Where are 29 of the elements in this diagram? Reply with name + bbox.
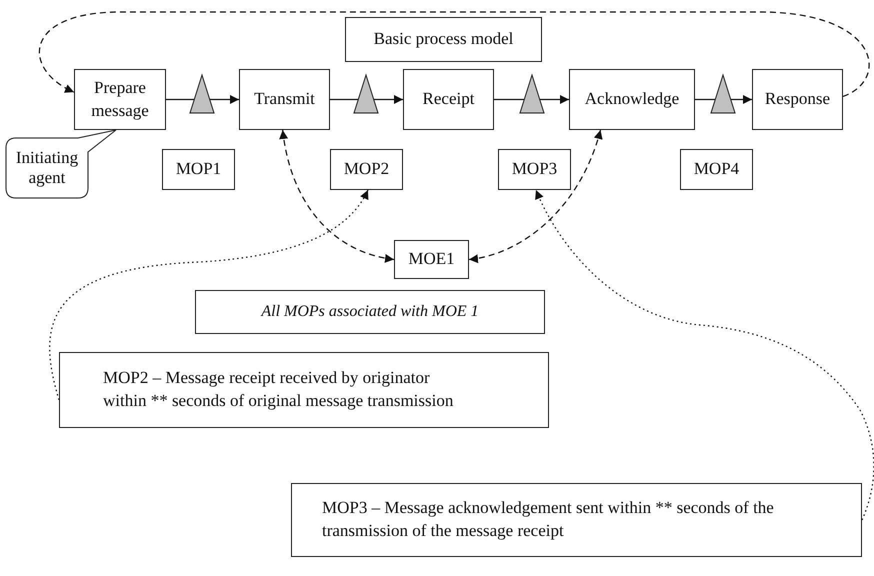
arrow: [372, 95, 403, 104]
leader-line: [49, 190, 368, 400]
arrow: [729, 95, 752, 104]
leader-line: [535, 190, 874, 520]
description-box: MOP2 – Message receipt received by originator within ** seconds of original message transmission: [59, 352, 549, 428]
gate-triangle: [189, 73, 215, 114]
measure-box: MOE1: [394, 240, 469, 279]
process-box: Acknowledge: [569, 69, 695, 130]
arrow: [468, 130, 602, 263]
arrow: [208, 95, 239, 104]
process-box: MOP4: [680, 149, 753, 190]
callout-text: Initiating agent: [14, 146, 80, 189]
arrow: [538, 95, 569, 104]
process-box: Prepare message: [74, 69, 166, 130]
gate-triangle: [353, 73, 379, 114]
note-box: All MOPs associated with MOE 1: [195, 290, 545, 334]
description-box: MOP3 – Message acknowledgement sent within ** seconds of the transmission of the message receipt: [291, 483, 862, 557]
process-box: Transmit: [239, 69, 330, 130]
arrow: [280, 130, 394, 262]
process-box: Receipt: [403, 69, 494, 130]
callout-bubble: [6, 130, 116, 198]
gate-triangle: [519, 73, 545, 114]
process-box: MOP1: [162, 149, 235, 190]
process-box: MOP3: [498, 149, 571, 190]
process-box: Response: [752, 69, 843, 130]
arrow: [40, 11, 870, 97]
title-box: Basic process model: [345, 17, 542, 62]
process-box: MOP2: [330, 149, 403, 190]
gate-triangle: [710, 73, 736, 114]
